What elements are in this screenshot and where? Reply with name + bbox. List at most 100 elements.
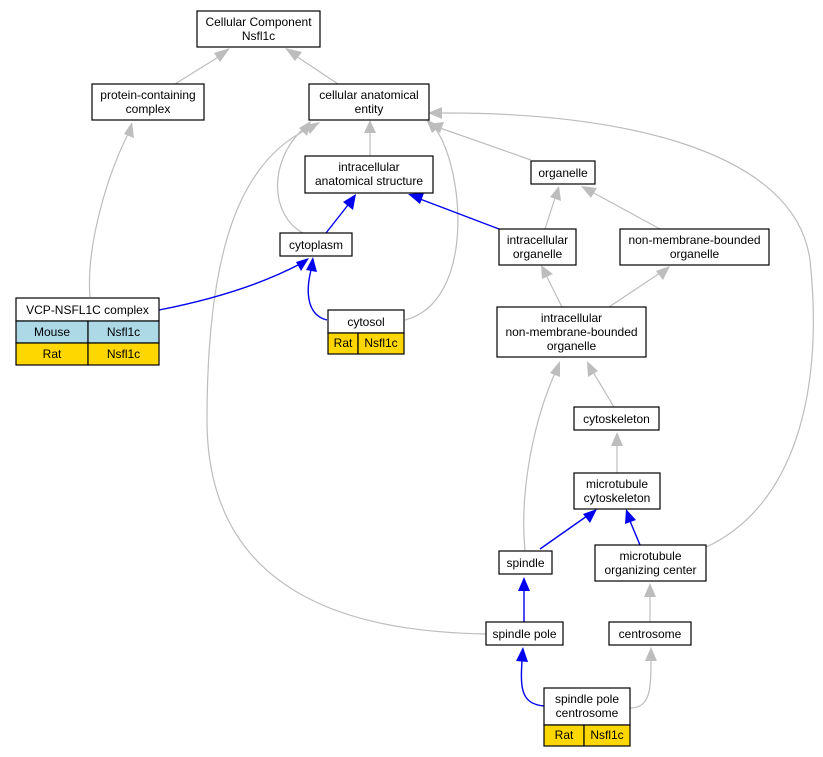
edge-intracellular-organelle-to-intracellular-structure	[419, 198, 500, 230]
node-label-line: cytoskeleton	[583, 412, 650, 426]
edge-arrowhead	[541, 265, 553, 279]
edge-arrowhead	[124, 122, 134, 138]
edge-arrowhead	[296, 258, 309, 271]
node-label-line: Nsfl1c	[242, 29, 275, 43]
edges	[88, 48, 814, 709]
edge-arrowhead	[518, 577, 530, 591]
node-label-line: microtubule	[619, 549, 681, 563]
annotation-species: Rat	[334, 336, 353, 350]
node-non-membrane-bounded-organelle[interactable]: non-membrane-bounded organelle	[619, 228, 770, 266]
edge-arrowhead	[550, 186, 561, 201]
node-label-line: organelle	[547, 339, 597, 353]
annotation-species: Rat	[555, 728, 574, 742]
node-label-line: VCP-NSFL1C complex	[26, 303, 149, 317]
edge-arrowhead	[644, 583, 656, 597]
node-organelle[interactable]: organelle	[530, 160, 596, 185]
node-cytoplasm[interactable]: cytoplasm	[279, 232, 353, 257]
edge-arrowhead	[364, 120, 376, 133]
annotation-gene-cell	[583, 724, 631, 747]
edge-mtoc-to-microtubule-cytoskeleton	[629, 520, 641, 546]
edge-arrowhead	[645, 647, 657, 661]
node-label-line: protein-containing	[100, 88, 195, 102]
edge-cytosol-to-cytoplasm	[307, 269, 328, 321]
edge-arrowhead	[516, 647, 528, 662]
node-label-line: cytoplasm	[289, 238, 343, 252]
node-label-line: intracellular	[338, 160, 399, 174]
edge-arrowhead	[656, 266, 670, 280]
annotation-gene-cell	[357, 332, 405, 355]
nodes: Cellular Component Nsfl1c protein-contai…	[15, 10, 770, 747]
node-label-line: cellular anatomical	[319, 88, 418, 102]
node-label-line: organizing center	[604, 563, 696, 577]
node-label-line: cytoskeleton	[584, 491, 651, 505]
annotation-species: Rat	[43, 347, 62, 361]
node-label-line: centrosome	[556, 706, 619, 720]
edge-intracellular-nmb-to-non-membrane-organelle	[608, 272, 661, 308]
node-spindle-pole-centrosome[interactable]: spindle pole centrosome Rat Nsfl1c	[543, 687, 631, 747]
node-label-line: non-membrane-bounded	[505, 325, 637, 339]
node-label-line: intracellular	[541, 311, 602, 325]
node-label-line: anatomical structure	[315, 174, 423, 188]
node-spindle-pole[interactable]: spindle pole	[485, 621, 564, 646]
node-label-line: spindle pole	[555, 692, 619, 706]
node-label-line: Cellular Component	[205, 15, 312, 29]
edge-arrowhead	[550, 361, 560, 377]
node-label-line: organelle	[670, 247, 720, 261]
node-cellular-anatomical-entity[interactable]: cellular anatomical entity	[308, 83, 430, 121]
edge-spindle-to-intracellular-nmb	[523, 372, 556, 552]
node-microtubule-organizing-center[interactable]: microtubule organizing center	[594, 544, 707, 582]
node-label-line: organelle	[538, 166, 588, 180]
edge-vcp-complex-to-protein-complex	[88, 133, 129, 298]
node-label-line: organelle	[513, 247, 563, 261]
node-intracellular-non-membrane-bounded-organelle[interactable]: intracellular non-membrane-bounded organ…	[496, 306, 647, 358]
edge-arrowhead	[306, 257, 317, 272]
node-intracellular-anatomical-structure[interactable]: intracellular anatomical structure	[304, 155, 434, 194]
node-centrosome[interactable]: centrosome	[608, 621, 692, 646]
edge-anatomical-entity-to-root	[295, 55, 339, 85]
node-label-line: spindle pole	[492, 627, 556, 641]
node-label-line: intracellular	[507, 233, 568, 247]
edge-arrowhead	[305, 122, 320, 134]
annotation-gene: Nsfl1c	[107, 325, 140, 339]
edge-arrowhead	[625, 509, 636, 524]
annotation-species: Mouse	[34, 325, 70, 339]
edge-non-membrane-organelle-to-organelle	[591, 191, 661, 230]
node-label-line: non-membrane-bounded	[628, 233, 760, 247]
node-protein-containing-complex[interactable]: protein-containing complex	[91, 83, 205, 121]
node-label-line: centrosome	[619, 627, 682, 641]
node-spindle[interactable]: spindle	[498, 550, 553, 575]
edge-arrowhead	[428, 122, 444, 133]
edge-arrowhead	[587, 361, 598, 377]
annotation-gene-cell	[87, 342, 160, 366]
edge-cytosol-to-anatomical-entity	[404, 127, 459, 321]
node-cytosol[interactable]: cytosol Rat Nsfl1c	[327, 309, 405, 355]
edge-arrowhead	[428, 107, 442, 119]
edge-vcp-complex-to-cytoplasm	[158, 263, 301, 311]
node-label-line: spindle	[506, 556, 544, 570]
node-label-line: microtubule	[586, 477, 648, 491]
edge-intracellular-nmb-to-intracellular-organelle	[546, 276, 563, 308]
edge-arrowhead	[581, 186, 597, 198]
node-vcp-nsfl1c-complex[interactable]: VCP-NSFL1C complex Mouse Nsfl1c Rat Nsfl…	[15, 297, 160, 366]
node-cellular-component-root[interactable]: Cellular Component Nsfl1c	[196, 10, 321, 48]
edge-arrowhead	[583, 509, 597, 523]
edge-spindle-pole-centrosome-to-centrosome	[629, 659, 652, 709]
edge-arrowhead	[408, 193, 424, 204]
annotation-gene: Nsfl1c	[590, 728, 623, 742]
edge-intracellular-organelle-to-organelle	[544, 197, 556, 230]
node-microtubule-cytoskeleton[interactable]: microtubule cytoskeleton	[573, 472, 661, 510]
edge-arrowhead	[343, 194, 356, 210]
edge-arrowhead	[611, 432, 623, 446]
edge-spindle-pole-to-anatomical-entity	[206, 127, 487, 635]
edge-mtoc-to-anatomical-entity	[439, 112, 814, 549]
edge-protein-complex-to-root	[174, 55, 221, 85]
node-cytoskeleton[interactable]: cytoskeleton	[573, 406, 660, 431]
node-label-line: complex	[126, 102, 171, 116]
annotation-gene: Nsfl1c	[107, 347, 140, 361]
edge-spindle-pole-centrosome-to-spindle-pole	[520, 660, 545, 707]
edge-organelle-to-anatomical-entity	[439, 127, 532, 161]
node-intracellular-organelle[interactable]: intracellular organelle	[498, 228, 577, 266]
edge-cytoplasm-to-anatomical-entity	[276, 128, 304, 234]
